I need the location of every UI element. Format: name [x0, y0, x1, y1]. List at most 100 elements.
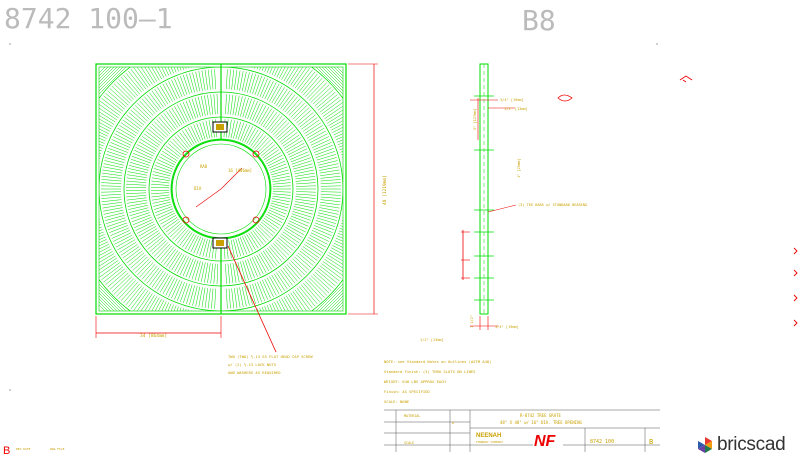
grate-slot	[305, 281, 323, 300]
grate-slot	[314, 145, 333, 153]
grate-slot	[141, 230, 159, 242]
grate-slot	[226, 39, 227, 64]
grate-slot	[305, 241, 323, 253]
grate-slot	[189, 285, 195, 305]
corner-slot	[98, 304, 106, 312]
grate-slot	[269, 67, 273, 74]
grate-slot	[307, 239, 325, 251]
corner-slot	[98, 286, 124, 312]
grate-slot	[262, 219, 278, 232]
grate-slot	[207, 40, 209, 65]
grate-slot	[99, 125, 111, 132]
grate-slot	[171, 79, 180, 99]
grate-slot	[146, 94, 160, 111]
grate-slot	[99, 234, 105, 237]
grate-slot	[239, 237, 248, 255]
grate-slot	[281, 298, 289, 311]
grate-slot	[151, 177, 170, 181]
grate-slot	[171, 252, 183, 271]
grate-slot	[151, 123, 167, 138]
grate-slot	[149, 269, 162, 286]
grate-slot	[346, 183, 371, 184]
grate-slot	[99, 134, 107, 139]
grate-slot	[302, 119, 320, 132]
grate-slot	[331, 247, 343, 255]
grate-slot	[234, 40, 237, 65]
grate-slot	[160, 214, 177, 225]
grate-slot	[244, 72, 250, 92]
grate-slot	[228, 39, 229, 64]
grate-slot	[135, 221, 154, 231]
grate-slot	[126, 180, 147, 183]
grate-slot	[101, 191, 122, 193]
grate-slot	[113, 83, 133, 102]
grate-slot	[244, 286, 250, 306]
grate-slot	[149, 125, 165, 140]
grate-slot	[141, 264, 156, 280]
grate-slot	[176, 229, 189, 244]
grate-slot	[263, 217, 280, 229]
grate-slot	[125, 72, 142, 93]
grate-slot	[99, 152, 102, 154]
grate-slot	[344, 210, 369, 214]
grate-slot	[211, 69, 214, 90]
grate-slot	[189, 73, 195, 93]
grate-slot	[295, 179, 316, 182]
grate-slot	[237, 96, 243, 116]
grate-slot	[294, 289, 311, 311]
grate-slot	[295, 198, 316, 202]
grate-slot	[256, 254, 267, 273]
grate-slot	[333, 242, 343, 248]
grate-slot	[268, 160, 286, 169]
grate-slot	[335, 237, 343, 242]
grate-slot	[254, 282, 262, 302]
grate-slot	[308, 82, 327, 101]
grate-slot	[99, 118, 113, 127]
tb-row-2: A	[452, 421, 454, 425]
grate-slot	[242, 312, 246, 337]
grate-slot	[270, 202, 289, 209]
grate-slot	[231, 314, 233, 339]
grate-slots	[99, 39, 371, 339]
grate-slot	[321, 99, 342, 115]
grate-slot	[256, 227, 269, 241]
grate-slot	[333, 130, 343, 136]
grate-slot	[264, 306, 267, 311]
grate-slot	[338, 145, 343, 148]
grate-slot	[146, 267, 160, 284]
grate-slot	[99, 226, 102, 229]
grate-slot	[151, 67, 160, 81]
grate-slot	[297, 252, 314, 266]
grate-slot	[252, 74, 259, 95]
grate-slot	[135, 147, 154, 157]
grate-slot	[204, 262, 209, 283]
grate-slot	[285, 67, 296, 83]
grate-slot	[101, 264, 122, 280]
corner-slot	[98, 66, 121, 89]
grate-slot	[157, 87, 169, 105]
grate-slot	[102, 169, 123, 174]
grate-slot	[139, 262, 154, 278]
grate-slot	[216, 263, 219, 284]
grate-slot	[344, 164, 369, 168]
corner-slot	[333, 66, 344, 77]
grate-slot	[328, 116, 343, 126]
grate-slot	[154, 204, 172, 210]
grate-slot	[237, 238, 245, 256]
grate-slot	[225, 263, 227, 284]
grate-slot	[207, 313, 209, 338]
grate-slot	[244, 98, 252, 119]
grate-slot	[256, 137, 269, 151]
inner-dia-label: DIA	[194, 186, 202, 191]
grate-slot	[276, 272, 288, 290]
grate-slot	[266, 213, 283, 224]
grate-slot	[158, 67, 165, 78]
grate-slot	[282, 231, 300, 244]
grate-slot	[179, 256, 189, 275]
grate-slot	[168, 80, 178, 100]
grate-slot	[319, 96, 340, 113]
grate-slot	[115, 130, 134, 141]
corner-slot	[98, 66, 124, 92]
grate-slot	[322, 102, 343, 117]
grate-slot	[126, 197, 147, 201]
